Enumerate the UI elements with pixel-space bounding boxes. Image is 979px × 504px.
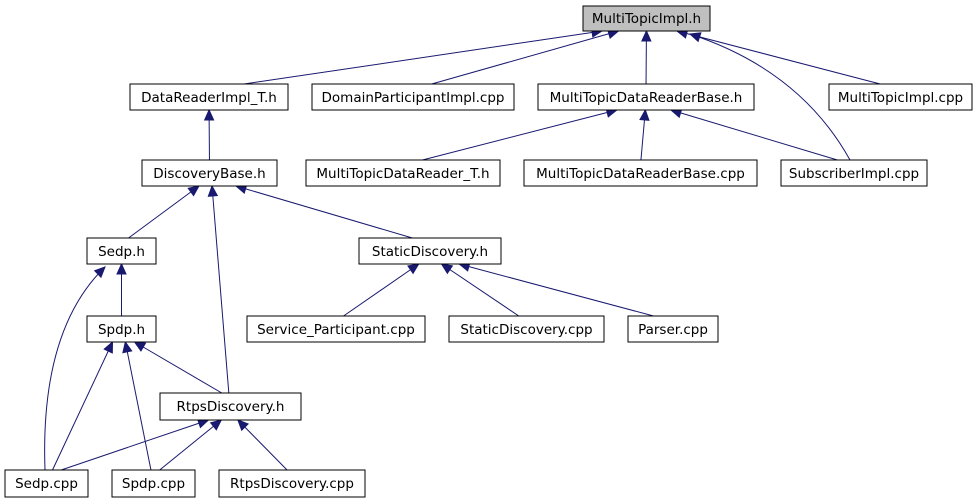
edge-rtpsdiscovery_cpp-to-rtpsdiscovery_h [237,419,288,471]
nodes-layer: MultiTopicImpl.h DataReaderImpl_T.h Doma… [4,5,973,498]
node-sedp-cpp[interactable]: Sedp.cpp [4,469,89,498]
edge-sedp_cpp-to-rtpsdiscovery_h [61,419,209,471]
node-spdp-cpp[interactable]: Spdp.cpp [111,469,196,498]
node-label: DomainParticipantImpl.cpp [322,90,505,106]
edge-staticdiscovery_h-to-discoverybase_h [235,185,413,239]
node-label: Spdp.cpp [122,476,185,492]
node-label: StaticDiscovery.h [372,244,488,260]
edge-domainparticipantimpl_cpp-to-multitopicimpl_h [431,30,619,85]
node-label: Parser.cpp [638,322,708,338]
node-label: MultiTopicDataReaderBase.cpp [536,166,745,182]
node-label: StaticDiscovery.cpp [460,322,592,338]
node-datareaderimpl-t-h[interactable]: DataReaderImpl_T.h [129,83,289,111]
node-label: MultiTopicDataReader_T.h [316,166,489,182]
node-label: DataReaderImpl_T.h [141,90,277,106]
edge-sedp_cpp-to-sedp_h [44,266,106,471]
edge-rtpsdiscovery_h-to-spdp_h [134,341,223,394]
node-label: Spdp.h [98,322,145,338]
node-rtpsdiscovery-cpp[interactable]: RtpsDiscovery.cpp [218,469,366,498]
edges-layer [44,27,881,471]
node-service-participant-cpp[interactable]: Service_Participant.cpp [246,315,426,343]
node-multitopicdatareaderbase-h[interactable]: MultiTopicDataReaderBase.h [537,83,755,111]
node-label: MultiTopicDataReaderBase.h [550,90,743,106]
node-domainparticipantimpl-cpp[interactable]: DomainParticipantImpl.cpp [311,83,515,111]
edge-multitopicdatareader_t_h-to-multitopicdatareaderbase_h [422,109,617,161]
node-multitopicimpl-cpp[interactable]: MultiTopicImpl.cpp [828,83,973,111]
node-label: Sedp.cpp [15,476,78,492]
edge-staticdiscovery_cpp-to-staticdiscovery_h [441,263,520,317]
arrowhead-rtpsdiscovery_cpp-to-rtpsdiscovery_h [237,419,250,432]
edge-subscriberimpl_cpp-to-multitopicimpl_h [689,33,851,161]
arrowhead-spdp_h-to-sedp_h [116,262,127,275]
node-staticdiscovery-h[interactable]: StaticDiscovery.h [358,237,502,265]
edge-service_participant_cpp-to-staticdiscovery_h [343,263,420,317]
arrowhead-multitopicdatareaderbase_h-to-multitopicimpl_h [641,29,652,42]
node-label: SubscriberImpl.cpp [789,166,919,182]
arrowhead-staticdiscovery_cpp-to-staticdiscovery_h [440,263,454,275]
node-multitopicdatareaderbase-cpp[interactable]: MultiTopicDataReaderBase.cpp [523,159,758,187]
node-staticdiscovery-cpp[interactable]: StaticDiscovery.cpp [448,315,605,343]
edge-parser_cpp-to-staticdiscovery_h [459,263,654,317]
arrowhead-discoverybase_h-to-datareaderimpl_t_h [203,108,215,121]
arrowhead-multitopicdatareaderbase_cpp-to-multitopicdatareaderbase_h [639,108,650,121]
edge-sedp_cpp-to-spdp_h [52,341,113,471]
node-multitopicimpl-h[interactable]: MultiTopicImpl.h [582,5,711,32]
edge-spdp_cpp-to-rtpsdiscovery_h [159,419,222,471]
arrowhead-spdp_cpp-to-rtpsdiscovery_h [209,419,223,431]
edge-sedp_h-to-discoverybase_h [128,185,200,239]
arrowhead-service_participant_cpp-to-staticdiscovery_h [407,263,420,275]
node-spdp-h[interactable]: Spdp.h [86,315,157,343]
node-label: RtpsDiscovery.cpp [230,476,354,492]
node-multitopicdatareader-t-h[interactable]: MultiTopicDataReader_T.h [305,159,501,187]
node-sedp-h[interactable]: Sedp.h [86,237,157,265]
edge-rtpsdiscovery_h-to-discoverybase_h [211,185,230,394]
node-label: Service_Participant.cpp [257,322,415,338]
edge-datareaderimpl_t_h-to-multitopicimpl_h [243,30,603,85]
node-label: RtpsDiscovery.h [177,399,285,415]
node-label: DiscoveryBase.h [153,166,265,182]
arrowhead-rtpsdiscovery_h-to-discoverybase_h [207,184,219,197]
arrowhead-sedp_h-to-discoverybase_h [187,185,200,197]
node-discoverybase-h[interactable]: DiscoveryBase.h [141,159,278,187]
arrowhead-sedp_cpp-to-spdp_h [103,340,114,354]
edge-spdp_cpp-to-spdp_h [124,341,152,471]
node-subscriberimpl-cpp[interactable]: SubscriberImpl.cpp [780,159,928,187]
node-parser-cpp[interactable]: Parser.cpp [627,315,719,343]
node-label: Sedp.h [98,244,145,260]
node-label: MultiTopicImpl.h [592,11,701,27]
node-label: MultiTopicImpl.cpp [838,90,963,106]
arrowhead-spdp_cpp-to-spdp_h [122,340,133,354]
arrowhead-rtpsdiscovery_h-to-spdp_h [133,341,147,352]
edge-multitopicimpl_cpp-to-multitopicimpl_h [676,30,881,85]
edge-subscriberimpl_cpp-to-multitopicdatareaderbase_h [670,109,838,161]
node-rtpsdiscovery-h[interactable]: RtpsDiscovery.h [159,392,302,421]
arrowhead-sedp_cpp-to-sedp_h [93,266,106,279]
